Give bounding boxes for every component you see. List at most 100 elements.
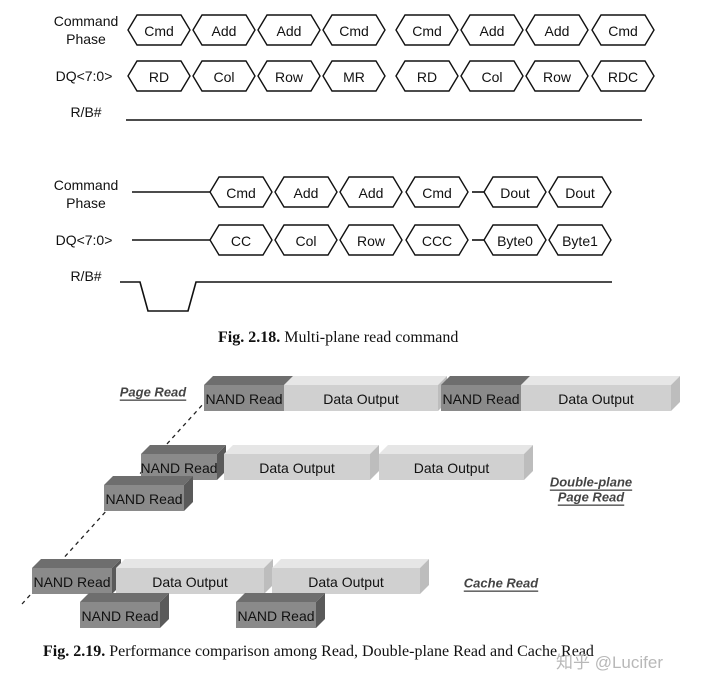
dq-cell: Byte1 — [548, 224, 612, 256]
label-rb: R/B# — [70, 268, 101, 284]
bus-cell-shape — [127, 14, 191, 46]
block-front-face — [80, 602, 160, 628]
data-output-block: Data Output — [272, 559, 429, 594]
bus-cell-shape — [192, 14, 256, 46]
dq-cell: Row — [525, 60, 589, 92]
block-top-face — [80, 593, 169, 602]
bus-cell-label: Cmd — [412, 23, 442, 39]
bus-cell-label: Add — [480, 23, 505, 39]
bus-cell-label: Col — [295, 233, 316, 249]
block-top-face — [236, 593, 325, 602]
bus-cell-label: Add — [545, 23, 570, 39]
block-side-face — [524, 445, 533, 480]
dq-cell: Row — [257, 60, 321, 92]
bus-cell-shape — [591, 14, 655, 46]
command-phase-cell: Cmd — [209, 176, 273, 208]
bus-cell-label: Dout — [565, 185, 595, 201]
rb-busy-waveform — [120, 281, 612, 312]
block-side-face — [184, 476, 193, 511]
bus-cell-label: Cmd — [422, 185, 452, 201]
bus-cell-shape — [591, 60, 655, 92]
command-phase-cell: Add — [192, 14, 256, 46]
dq-cell: RD — [127, 60, 191, 92]
block-side-face — [264, 559, 273, 594]
block-front-face — [32, 568, 112, 594]
command-phase-cell: Dout — [548, 176, 612, 208]
bus-cell-shape — [257, 14, 321, 46]
nand-read-block: NAND Read — [140, 445, 226, 480]
bus-cell-label: Cmd — [226, 185, 256, 201]
block-front-face — [224, 454, 370, 480]
block-side-face — [316, 593, 325, 628]
bus-cell-label: Byte1 — [562, 233, 598, 249]
command-phase-cell: Add — [525, 14, 589, 46]
bus-cell-shape — [548, 176, 612, 208]
nand-read-block: NAND Read — [32, 559, 121, 594]
bus-cell-label: Row — [357, 233, 386, 249]
command-phase-cell: Add — [460, 14, 524, 46]
figure-number: Fig. 2.19. — [43, 643, 106, 660]
label-cache-read: Cache Read — [464, 576, 539, 591]
block-front-face — [116, 568, 264, 594]
bus-cell-label: Cmd — [144, 23, 174, 39]
block-side-face — [671, 376, 680, 411]
nand-read-block: NAND Read — [236, 593, 325, 628]
data-output-block: Data Output — [116, 559, 273, 594]
label-double-plane: Double-plane — [550, 475, 632, 490]
bus-cell-shape — [274, 176, 338, 208]
block-label: NAND Read — [81, 608, 158, 624]
bus-cell-shape — [483, 224, 547, 256]
label-command: Command — [54, 13, 119, 29]
command-phase-cell: Cmd — [127, 14, 191, 46]
figure-number: Fig. 2.18. — [218, 329, 281, 346]
nand-read-block: NAND Read — [441, 376, 530, 411]
block-top-face — [224, 445, 379, 454]
block-label: Data Output — [308, 574, 384, 590]
nand-read-block: NAND Read — [80, 593, 169, 628]
bus-cell-label: MR — [343, 69, 365, 85]
bus-cell-shape — [339, 224, 403, 256]
block-label: Data Output — [259, 460, 335, 476]
block-label: Data Output — [558, 391, 634, 407]
label-dq: DQ<7:0> — [56, 68, 113, 84]
block-front-face — [141, 454, 217, 480]
block-front-face — [272, 568, 420, 594]
data-output-block: Data Output — [284, 376, 447, 411]
bus-cell-shape — [525, 14, 589, 46]
block-front-face — [441, 385, 521, 411]
block-label: NAND Read — [140, 460, 217, 476]
block-top-face — [204, 376, 293, 385]
dq-cell: Col — [192, 60, 256, 92]
command-phase-cell: Add — [274, 176, 338, 208]
block-front-face — [204, 385, 284, 411]
block-top-face — [284, 376, 447, 385]
command-phase-cell: Cmd — [591, 14, 655, 46]
bus-cell-label: RD — [417, 69, 437, 85]
bus-cell-label: Cmd — [608, 23, 638, 39]
bus-cell-label: Col — [481, 69, 502, 85]
bus-cell-shape — [274, 224, 338, 256]
block-side-face — [217, 445, 226, 480]
block-top-face — [141, 445, 226, 454]
bus-cell-shape — [460, 14, 524, 46]
figure-2-18-caption: Fig. 2.18. Multi-plane read command — [218, 329, 458, 347]
dq-cell: MR — [322, 60, 386, 92]
block-front-face — [284, 385, 438, 411]
label-double-plane-page-read: Page Read — [558, 490, 626, 505]
block-label: NAND Read — [442, 391, 519, 407]
dq-cell: Row — [339, 224, 403, 256]
dq-cell: Byte0 — [483, 224, 547, 256]
block-front-face — [521, 385, 671, 411]
bus-cell-label: CCC — [422, 233, 452, 249]
bus-cell-label: Byte0 — [497, 233, 533, 249]
bus-cell-shape — [127, 60, 191, 92]
block-label: NAND Read — [33, 574, 110, 590]
block-side-face — [160, 593, 169, 628]
data-output-block: Data Output — [379, 445, 533, 480]
bus-cell-shape — [209, 224, 273, 256]
bus-cell-shape — [192, 60, 256, 92]
bus-cell-label: RDC — [608, 69, 638, 85]
